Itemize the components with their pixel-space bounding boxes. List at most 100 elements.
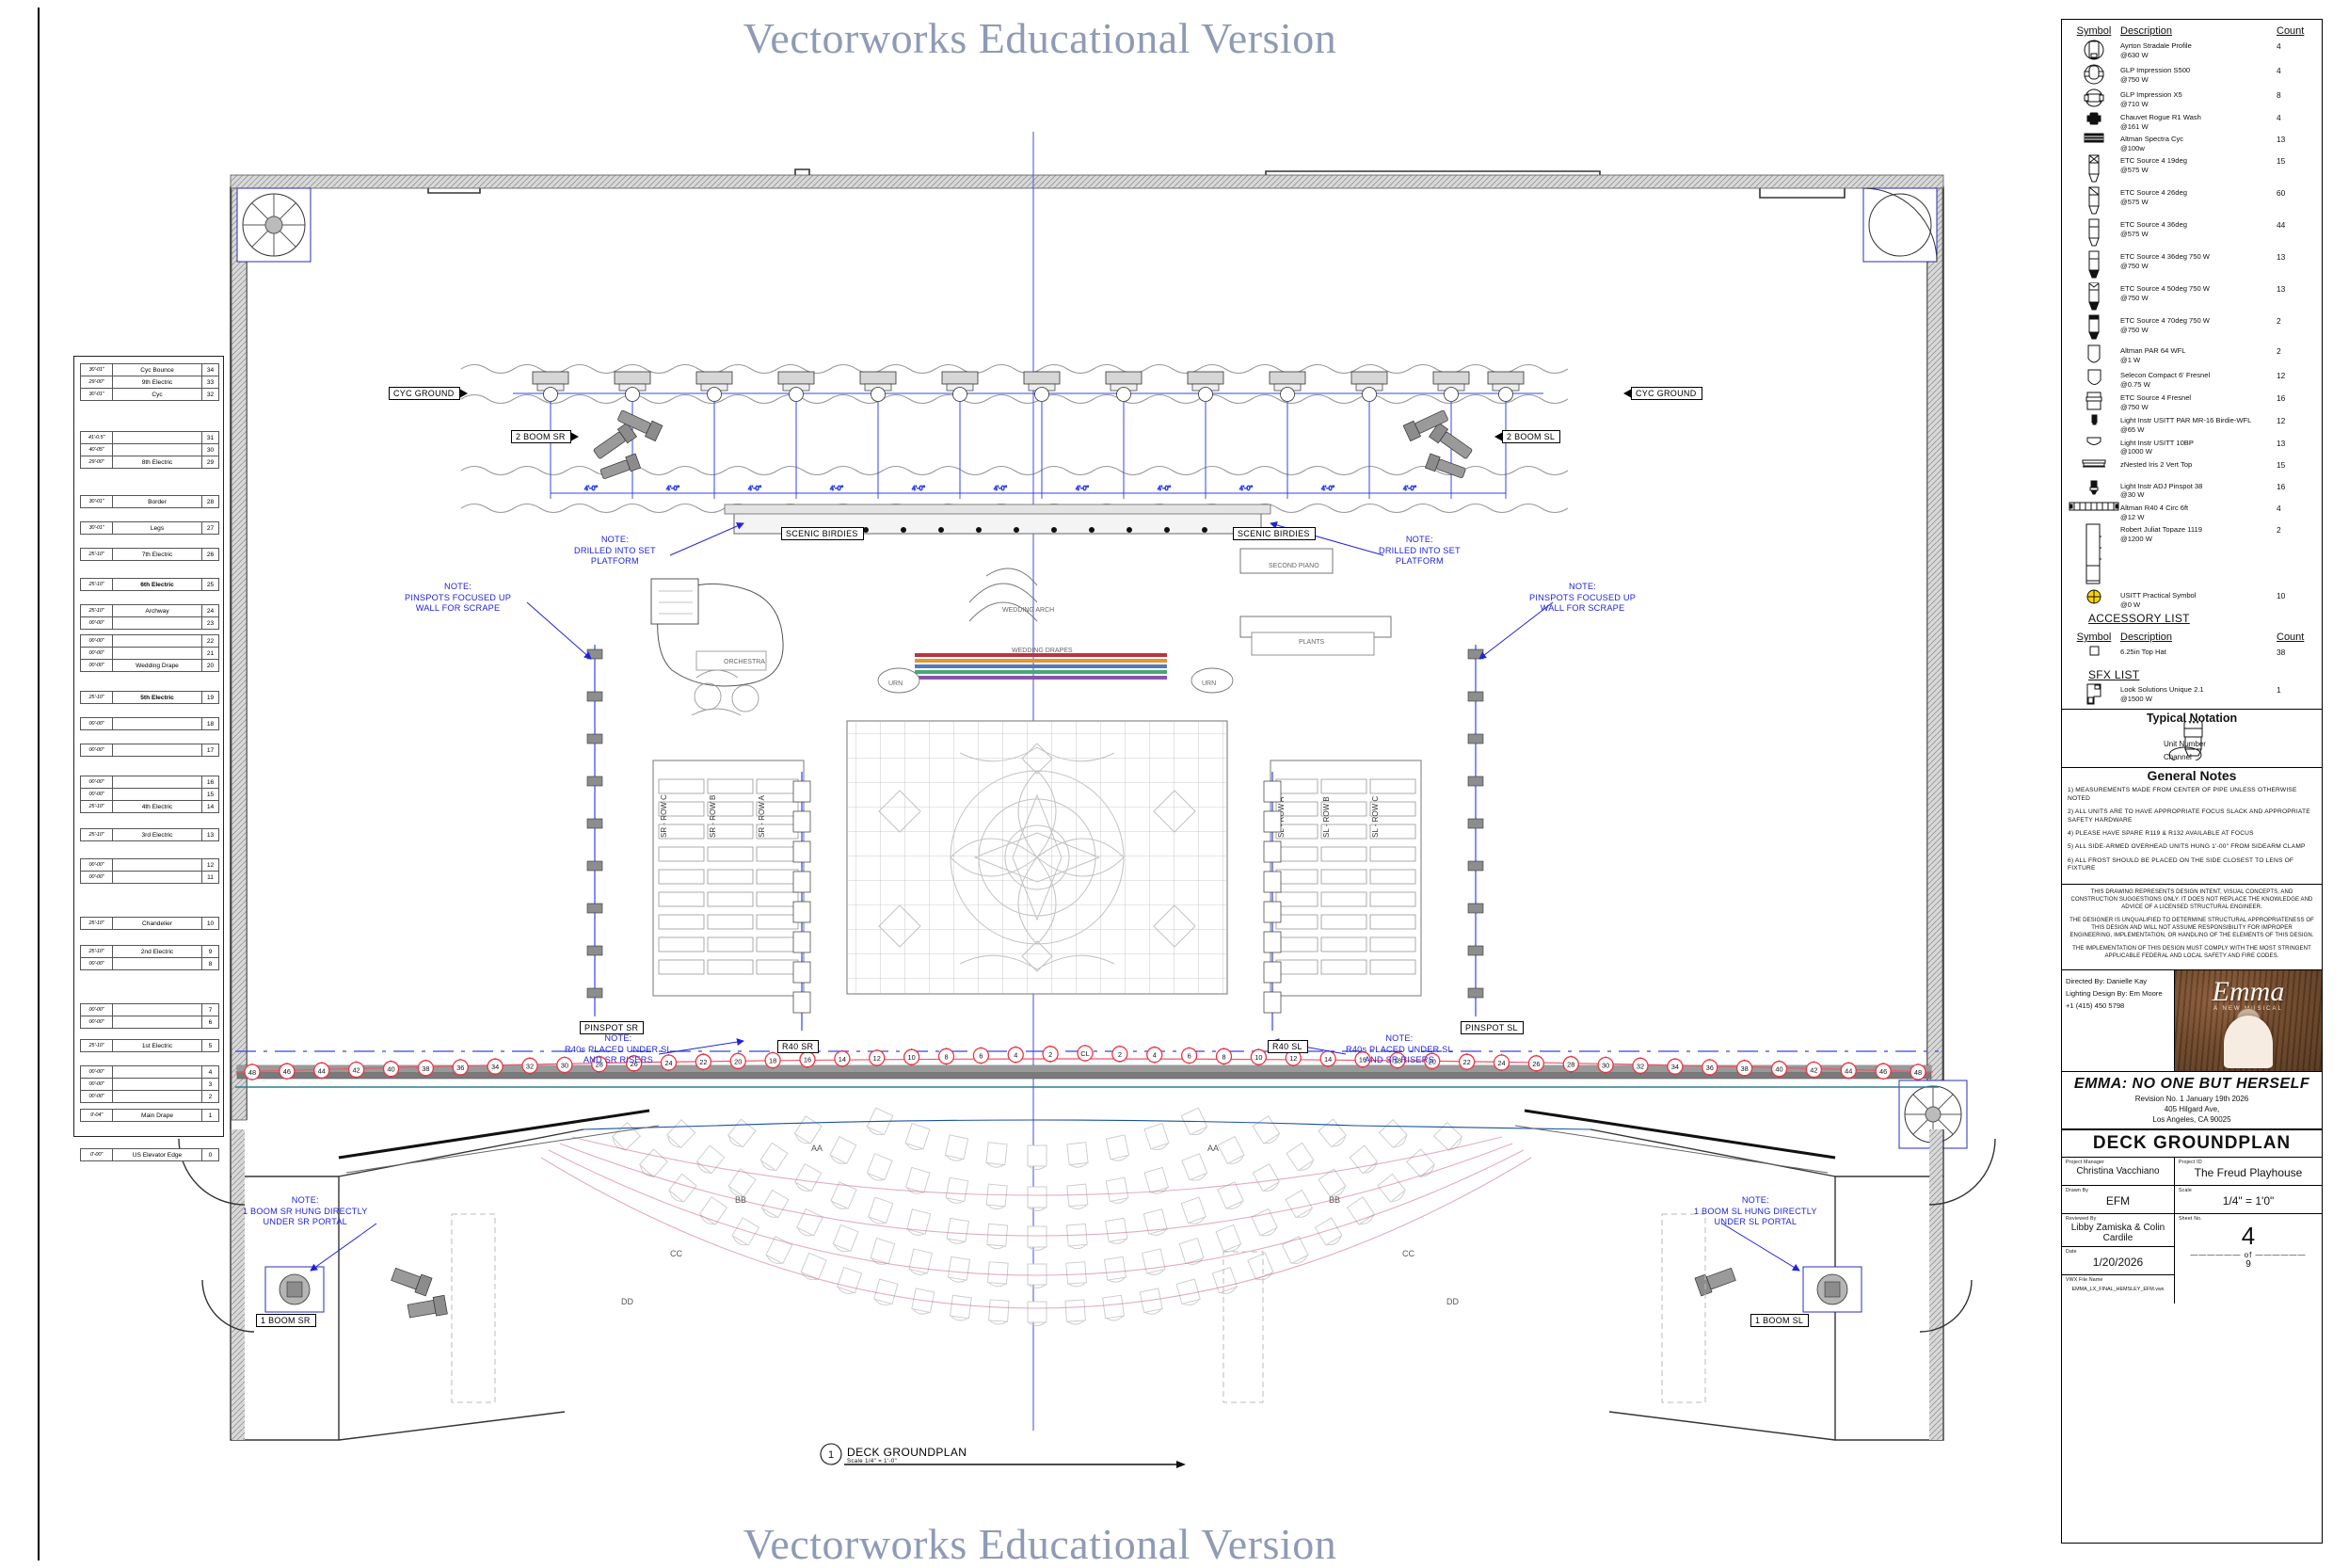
hanging-position-row[interactable]: 00'-00"8 [80,957,219,970]
centerline-scale-tick: 22 [1458,1053,1476,1071]
project-id-cell[interactable]: Project ID The Freud Playhouse [2175,1158,2322,1186]
hanging-position-row[interactable]: 40'-05"30 [80,443,219,456]
project-manager-cell[interactable]: Project Manager Christina Vacchiano [2062,1158,2174,1186]
vwx-file-cell[interactable]: VWX File Name EMMA_LX_FINAL_HEMSLEY_EFM.… [2062,1275,2174,1304]
hanging-position-row[interactable]: 00'-00"12 [80,858,219,872]
hanging-position-group: 00'-00"18 [80,717,219,730]
house-seat [1066,1183,1089,1209]
sheet-number-value: 4 [2241,1221,2256,1250]
hanging-position-trim: 25'-10" [81,605,113,616]
svg-text:4'-0": 4'-0" [584,486,598,492]
hanging-position-row[interactable]: 00'-00"7 [80,1003,219,1016]
svg-text:CL: CL [1080,1049,1089,1058]
hanging-position-row[interactable]: 00'-00"11 [80,871,219,884]
note-boom-sr: NOTE: 1 BOOM SR HUNG DIRECTLY UNDER SR P… [243,1195,368,1226]
hanging-position-row[interactable]: 00'-00"3 [80,1078,219,1091]
house-seat [1105,1217,1128,1244]
hanging-position-row[interactable]: 00'-00"6 [80,1016,219,1029]
row-bb-sr: BB [735,1195,747,1205]
hanging-position-trim: 41'-0.5" [81,432,113,443]
hanging-position-name: Cyc Bounce [113,364,202,376]
centerline-scale-tick: 40 [1770,1060,1788,1078]
hanging-position-row[interactable]: 00'-00"18 [80,717,219,730]
hanging-position-row[interactable]: 00'-00"17 [80,744,219,757]
reviewed-by-cell[interactable]: Reviewed By Libby Zamiska & Colin Cardil… [2062,1214,2174,1247]
hanging-position-row[interactable]: 41'-0.5"31 [80,431,219,444]
hanging-position-number: 5 [208,1042,213,1049]
svg-text:6: 6 [1188,1052,1191,1061]
hanging-position-row[interactable]: 00'-00"22 [80,634,219,648]
hanging-position-trim: 00'-00" [81,872,113,883]
vwx-file-value: EMMA_LX_FINAL_HEMSLEY_EFM.vwx [2071,1286,2165,1292]
date-cell[interactable]: Date 1/20/2026 [2062,1247,2174,1275]
svg-text:46: 46 [1879,1067,1887,1076]
svg-text:SL - ROW B: SL - ROW B [1322,796,1331,838]
svg-text:36: 36 [1706,1064,1714,1072]
svg-text:34: 34 [1671,1063,1679,1071]
legend-symbol-cell [2068,250,2120,280]
centerline-scale-tick: 34 [1667,1058,1684,1076]
hanging-position-name: 7th Electric [113,549,202,560]
house-seat [985,1183,1008,1209]
legend-symbol-cell [2068,282,2120,312]
wedding-arch-text: WEDDING ARCH [1002,607,1055,614]
note-drilled-sl: NOTE: DRILLED INTO SET PLATFORM [1379,535,1461,566]
scenic-birdies-sl-label: SCENIC BIRDIES [1233,527,1316,540]
hanging-position-row[interactable]: 00'-00"23 [80,616,219,630]
svg-text:2: 2 [1118,1050,1122,1059]
hanging-position-number: 8 [208,960,213,968]
educational-watermark-bottom: Vectorworks Educational Version [743,1520,1337,1568]
house-seat [666,1119,696,1149]
hanging-position-number: 2 [208,1093,213,1100]
sheet-number-cell[interactable]: Sheet No. 4 —————— of —————— 9 [2175,1214,2322,1301]
general-note-item: 4) PLEASE HAVE SPARE R119 & R132 AVAILAB… [2068,829,2254,837]
hanging-position-row[interactable]: 00'-00"2 [80,1090,219,1103]
centerline-scale-tick: 4 [1146,1046,1163,1064]
drawn-by-label: Drawn By [2066,1187,2089,1193]
drawn-by-cell[interactable]: Drawn By EFM [2062,1186,2174,1214]
moving-head-wash-icon [2084,64,2104,87]
house-seat [866,1107,894,1136]
hanging-position-row[interactable]: 00'-00"16 [80,776,219,789]
legend-description-cell: GLP Impression X5 @710 W [2120,90,2182,108]
svg-text:4'-0": 4'-0" [748,486,761,492]
r40-pipe-sl [1263,772,1282,1031]
typical-notation-block: Typical Notation Unit Number Channel [2062,710,2322,769]
hanging-position-name [113,1004,202,1016]
hanging-position-row[interactable]: 00'-00"21 [80,647,219,660]
hanging-position-row[interactable]: 00'-00"4 [80,1065,219,1079]
scale-cell[interactable]: Scale 1/4" = 1'0" [2175,1186,2322,1214]
hanging-position-name [113,444,202,456]
house-seat [1318,1168,1347,1198]
centerline-scale-tick: 4 [1007,1046,1024,1064]
hanging-position-name [113,432,202,443]
svg-text:44: 44 [318,1066,326,1075]
centerline-scale-tick: 22 [695,1053,712,1071]
hanging-position-row[interactable]: 00'-00"15 [80,788,219,801]
hanging-position-name [113,1016,202,1028]
